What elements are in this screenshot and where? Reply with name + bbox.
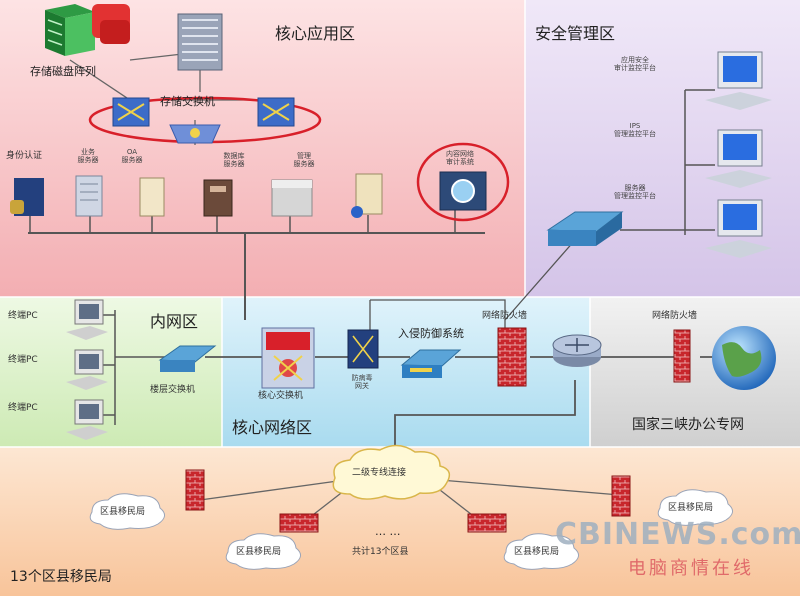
business-server-icon — [75, 175, 103, 217]
zone-title-core-network: 核心网络区 — [232, 418, 313, 437]
monitor-1-icon — [705, 51, 772, 110]
terminal-pc-2-icon — [66, 349, 108, 390]
ips-icon — [400, 349, 462, 378]
county-firewall-1-icon — [185, 469, 205, 511]
county-cloud-4-icon — [657, 489, 733, 526]
watermark-brand: CBINEWS.com — [555, 517, 800, 552]
label-oa-server: OA 服务器 — [121, 148, 143, 165]
label-county-3: 区县移民局 — [514, 547, 560, 557]
label-net-firewall-1: 网络防火墙 — [482, 311, 528, 321]
zone-title-security: 安全管理区 — [535, 24, 616, 43]
zone-title-gov-network: 国家三峡办公专网 — [632, 417, 744, 433]
label-county-total: 共计13个区县 — [352, 547, 409, 557]
county-cloud-1-icon — [89, 493, 165, 530]
storage-switch-left-icon — [112, 97, 150, 127]
label-storage-array: 存储磁盘阵列 — [30, 65, 96, 78]
mgmt-server-2-icon — [351, 173, 383, 218]
label-server-mgmt-platform: 服务器 管理监控平台 — [614, 184, 656, 201]
label-mgmt-server: 管理 服务器 — [293, 152, 315, 169]
zone-title-core-app: 核心应用区 — [275, 24, 356, 43]
terminal-pc-3-icon — [66, 399, 108, 440]
label-county-1: 区县移民局 — [100, 507, 146, 517]
storage-switch-right-icon — [257, 97, 295, 127]
county-cloud-3-icon — [503, 533, 579, 570]
label-ips-platform: IPS 管理监控平台 — [614, 122, 656, 139]
label-ellipsis: … … — [375, 525, 401, 538]
label-business-server: 业务 服务器 — [77, 148, 99, 165]
label-terminal-pc-1: 终端PC — [8, 311, 38, 321]
county-cloud-2-icon — [225, 533, 301, 570]
label-firewall-gateway: 防病毒 网关 — [351, 374, 373, 391]
label-core-switch: 核心交换机 — [258, 391, 304, 401]
network-firewall-2-icon — [673, 329, 691, 383]
county-firewall-3-icon — [467, 513, 507, 533]
floor-switch-icon — [158, 345, 217, 372]
label-terminal-pc-2: 终端PC — [8, 355, 38, 365]
monitor-2-icon — [705, 129, 772, 188]
label-identity-auth: 身份认证 — [6, 151, 43, 161]
identity-auth-server-icon — [10, 178, 44, 216]
storage-array-icon — [45, 4, 130, 56]
label-net-audit-system: 内容网络 审计系统 — [446, 150, 474, 167]
label-county-4: 区县移民局 — [668, 503, 714, 513]
zone-title-intranet: 内网区 — [150, 312, 199, 331]
label-db-server: 数据库 服务器 — [223, 152, 245, 169]
terminal-pc-1-icon — [66, 299, 108, 340]
storage-switch-center-icon — [169, 124, 221, 144]
secondary-link-cloud-icon — [332, 444, 451, 500]
oa-server-icon — [139, 177, 165, 217]
network-firewall-1-icon — [497, 327, 527, 387]
label-county-2: 区县移民局 — [236, 547, 282, 557]
monitor-3-icon — [705, 199, 772, 258]
watermark-sub: 电脑商情在线 — [628, 558, 754, 579]
label-storage-switch: 存储交换机 — [160, 95, 215, 108]
db-server-icon — [203, 179, 233, 217]
mgmt-server-icon — [271, 179, 313, 217]
label-floor-switch: 楼层交换机 — [150, 385, 196, 395]
router-icon — [552, 334, 602, 367]
county-firewall-4-icon — [611, 475, 631, 517]
label-ips-system: 入侵防御系统 — [398, 327, 464, 340]
label-net-firewall-2: 网络防火墙 — [652, 311, 698, 321]
zone-title-counties: 13个区县移民局 — [10, 569, 112, 585]
core-switch-icon — [261, 327, 315, 389]
label-secondary-link: 二级专线连接 — [352, 468, 407, 478]
label-security-audit-platform: 应用安全 审计监控平台 — [614, 56, 656, 73]
audit-system-icon — [439, 171, 487, 211]
antivirus-gateway-icon — [347, 329, 379, 369]
globe-icon — [712, 326, 776, 390]
security-switch-icon — [546, 211, 624, 246]
county-firewall-2-icon — [279, 513, 319, 533]
label-terminal-pc-3: 终端PC — [8, 403, 38, 413]
rack-server-icon — [177, 13, 223, 71]
